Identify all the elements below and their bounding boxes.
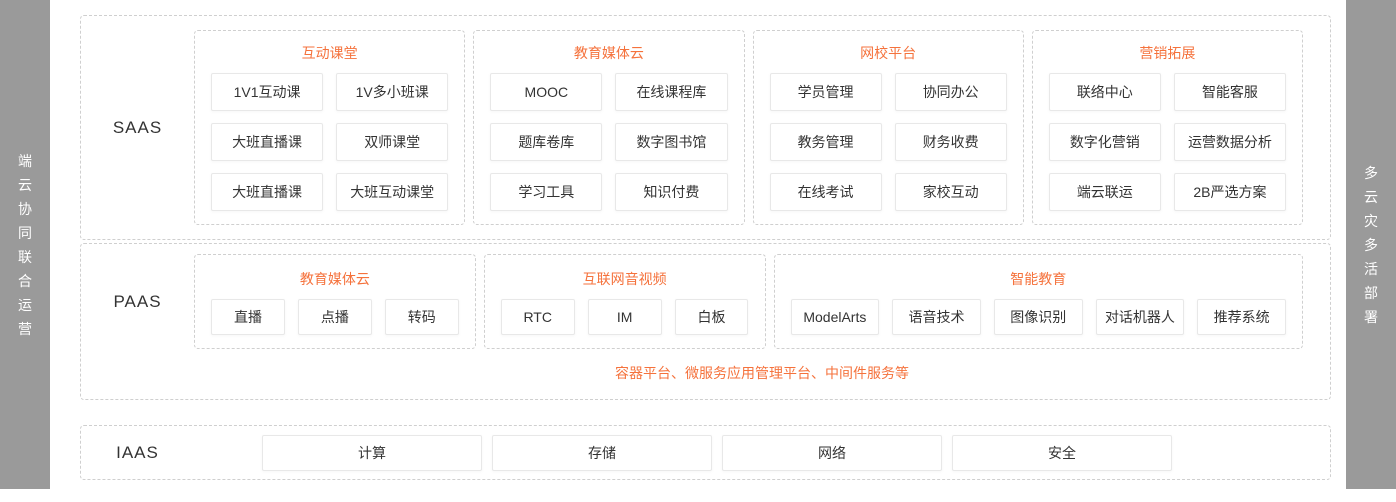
service-chip: 语音技术: [892, 299, 981, 335]
service-chip: 财务收费: [894, 123, 1007, 161]
group-education-media-cloud: 教育媒体云 MOOC 在线课程库 题库卷库 数字图书馆 学习工具 知识付费: [473, 30, 745, 225]
service-chip: 学习工具: [490, 173, 603, 211]
paas-note: 容器平台、微服务应用管理平台、中间件服务等: [615, 365, 909, 381]
right-rail-char: 多: [1364, 164, 1378, 181]
right-rail-char: 灾: [1364, 212, 1378, 229]
service-chip: 运营数据分析: [1173, 123, 1286, 161]
service-chip: RTC: [500, 299, 575, 335]
group-paas-media-cloud: 教育媒体云 直播 点播 转码: [194, 254, 476, 349]
service-chip: 联络中心: [1048, 73, 1161, 111]
service-chip: 1V多小班课: [336, 73, 449, 111]
service-chip: 数字图书馆: [615, 123, 728, 161]
paas-groups: 教育媒体云 直播 点播 转码 互联网音视频 RTC IM 白板 智能教育 Mo: [194, 254, 1330, 349]
left-rail-char: 运: [18, 296, 32, 313]
service-chip: 智能客服: [1173, 73, 1286, 111]
right-rail-char: 署: [1364, 308, 1378, 325]
service-chip: 点播: [297, 299, 372, 335]
group-title: 互联网音视频: [582, 271, 667, 287]
paas-layer: PAAS 教育媒体云 直播 点播 转码 互联网音视频 RTC IM 白板: [80, 243, 1331, 400]
left-rail-char: 同: [18, 224, 32, 241]
group-paas-ai-education: 智能教育 ModelArts 语音技术 图像识别 对话机器人 推荐系统: [773, 254, 1303, 349]
service-chip: 在线课程库: [615, 73, 728, 111]
service-chip: 教务管理: [769, 123, 882, 161]
left-rail-char: 云: [18, 176, 32, 193]
left-rail-char: 合: [18, 272, 32, 289]
left-rail-char: 协: [18, 200, 32, 217]
service-chip: 数字化营销: [1048, 123, 1161, 161]
paas-label: PAAS: [113, 291, 162, 311]
group-marketing-expansion: 营销拓展 联络中心 智能客服 数字化营销 运营数据分析 端云联运 2B严选方案: [1031, 30, 1303, 225]
group-online-school-platform: 网校平台 学员管理 协同办公 教务管理 财务收费 在线考试 家校互动: [752, 30, 1024, 225]
service-chip: 协同办公: [894, 73, 1007, 111]
right-rail-char: 部: [1364, 284, 1378, 301]
right-rail-char: 多: [1364, 236, 1378, 253]
service-chip: ModelArts: [790, 299, 880, 335]
right-rail-char: 活: [1364, 260, 1378, 277]
saas-layer: SAAS 互动课堂 1V1互动课 1V多小班课 大班直播课 双师课堂 大班直播课…: [80, 15, 1331, 240]
service-chip: 对话机器人: [1095, 299, 1185, 335]
right-rail-char: 云: [1364, 188, 1378, 205]
right-rail: 多 云 灾 多 活 部 署: [1346, 0, 1396, 489]
left-rail-char: 端: [18, 152, 32, 169]
group-title: 教育媒体云: [573, 45, 644, 61]
service-chip: 计算: [262, 434, 482, 471]
group-title: 智能教育: [1010, 271, 1067, 287]
service-chip: 白板: [674, 299, 749, 335]
service-chip: 端云联运: [1048, 173, 1161, 211]
service-chip: 题库卷库: [490, 123, 603, 161]
group-title: 营销拓展: [1139, 45, 1196, 61]
group-interactive-classroom: 互动课堂 1V1互动课 1V多小班课 大班直播课 双师课堂 大班直播课 大班互动…: [194, 30, 466, 225]
service-chip: IM: [587, 299, 662, 335]
service-chip: 大班互动课堂: [336, 173, 449, 211]
service-chip: 存储: [492, 434, 712, 471]
left-rail-char: 营: [18, 320, 32, 337]
left-rail-char: 联: [18, 248, 32, 265]
iaas-layer: IAAS 计算 存储 网络 安全: [80, 425, 1331, 480]
service-chip: 网络: [722, 434, 942, 471]
service-chip: 图像识别: [993, 299, 1083, 335]
service-chip: 推荐系统: [1197, 299, 1286, 335]
group-paas-internet-av: 互联网音视频 RTC IM 白板: [483, 254, 766, 349]
group-title: 网校平台: [860, 45, 917, 61]
service-chip: 2B严选方案: [1173, 173, 1286, 211]
service-chip: 1V1互动课: [211, 73, 324, 111]
left-rail: 端 云 协 同 联 合 运 营: [0, 0, 50, 489]
service-chip: 安全: [952, 434, 1172, 471]
service-chip: 直播: [211, 299, 285, 335]
service-chip: 双师课堂: [336, 123, 449, 161]
service-chip: 知识付费: [615, 173, 728, 211]
service-chip: 转码: [384, 299, 459, 335]
group-title: 互动课堂: [301, 45, 358, 61]
service-chip: 学员管理: [769, 73, 882, 111]
group-title: 教育媒体云: [299, 271, 370, 287]
service-chip: 大班直播课: [211, 173, 324, 211]
service-chip: MOOC: [490, 73, 603, 111]
saas-label: SAAS: [112, 117, 163, 137]
service-chip: 在线考试: [769, 173, 882, 211]
iaas-label: IAAS: [116, 442, 159, 462]
iaas-chips: 计算 存储 网络 安全: [262, 434, 1172, 471]
service-chip: 大班直播课: [211, 123, 324, 161]
saas-groups: 互动课堂 1V1互动课 1V多小班课 大班直播课 双师课堂 大班直播课 大班互动…: [194, 30, 1330, 225]
service-chip: 家校互动: [894, 173, 1007, 211]
